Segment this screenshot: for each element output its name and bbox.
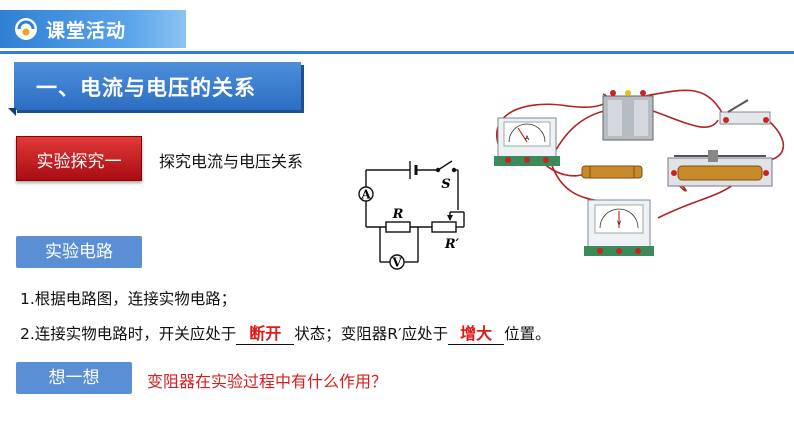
experiment-label-text: 实验探究一 [36,152,122,172]
step-2-text-b: 状态；变阻器R′应处于 [294,325,449,343]
schematic-rheostat-label: R′ [444,237,460,252]
circuit-label: 实验电路 [16,236,142,268]
section-corner [8,108,16,116]
header-rule [0,51,794,54]
logo-icon [15,18,37,40]
header-title: 课堂活动 [46,20,127,42]
think-label-text: 想一想 [48,368,100,388]
step-1: 1.根据电路图，连接实物电路； [20,290,237,308]
apparatus-illustration: A V [494,89,785,256]
section-title: 一、电流与电压的关系 [36,76,256,100]
schematic-voltmeter-label: V [391,256,402,270]
step-2-text-a: 2.连接实物电路时，开关应处于 [20,325,237,343]
think-label: 想一想 [16,362,132,394]
step-2-text-c: 位置。 [504,325,551,343]
experiment-label: 实验探究一 [16,136,142,181]
experiment-topic: 探究电流与电压关系 [159,152,304,171]
circuit-label-text: 实验电路 [45,242,113,262]
apparatus-battery [602,90,654,141]
apparatus-rheostat [667,150,773,187]
answer-blank-switch: 断开 [236,320,295,345]
section-title-box: 一、电流与电压的关系 [14,62,301,110]
apparatus-voltmeter-label: V [617,220,622,227]
think-question: 变阻器在实验过程中有什么作用？ [147,372,388,391]
apparatus-ammeter-label: A [525,135,530,142]
schematic-switch-label: S [441,177,450,192]
apparatus-voltmeter: V [584,199,654,256]
apparatus-ammeter: A [494,117,560,166]
schematic-ammeter-label: A [360,188,371,202]
circuit-schematic: A V S R R′ [358,160,465,270]
answer-blank-rheostat: 增大 [448,320,505,345]
schematic-resistor-label: R [392,207,404,222]
apparatus-switch [719,99,771,125]
header-banner: 课堂活动 [0,10,186,48]
apparatus-resistor [581,165,643,179]
step-2: 2.连接实物电路时，开关应处于断开状态；变阻器R′应处于增大位置。 [20,320,551,345]
